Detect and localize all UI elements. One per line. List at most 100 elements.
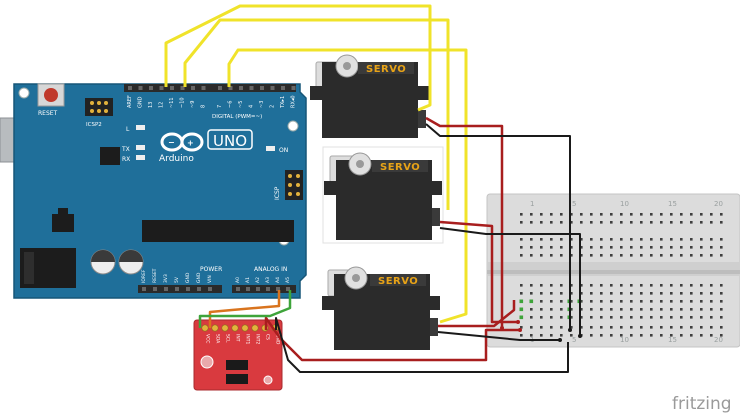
breadboard-hole[interactable] [660, 238, 663, 241]
breadboard-hole[interactable] [720, 238, 723, 241]
breadboard-hole[interactable] [690, 246, 693, 249]
breadboard-hole[interactable] [710, 213, 713, 216]
breadboard-hole[interactable] [610, 213, 613, 216]
breadboard-hole[interactable] [700, 246, 703, 249]
breadboard-hole[interactable] [590, 284, 593, 287]
breadboard-hole[interactable] [590, 300, 593, 303]
breadboard-hole[interactable] [600, 300, 603, 303]
wire-orange-sda[interactable] [208, 290, 281, 328]
breadboard-hole[interactable] [530, 326, 533, 329]
breadboard-hole[interactable] [590, 334, 593, 337]
breadboard-hole[interactable] [640, 254, 643, 257]
breadboard-hole[interactable] [680, 308, 683, 311]
breadboard-hole[interactable] [550, 326, 553, 329]
breadboard-hole[interactable] [710, 284, 713, 287]
breadboard-hole[interactable] [680, 238, 683, 241]
breadboard-hole[interactable] [600, 221, 603, 224]
breadboard-hole[interactable] [590, 221, 593, 224]
breadboard-hole[interactable] [660, 254, 663, 257]
breadboard-hole[interactable] [530, 284, 533, 287]
breadboard-hole[interactable] [650, 238, 653, 241]
breadboard-hole[interactable] [590, 246, 593, 249]
breadboard-hole-connected[interactable] [519, 307, 524, 312]
breadboard-hole[interactable] [690, 308, 693, 311]
breadboard-hole[interactable] [580, 326, 583, 329]
breadboard-hole[interactable] [620, 308, 623, 311]
breadboard-hole[interactable] [630, 292, 633, 295]
breadboard-hole[interactable] [650, 221, 653, 224]
breadboard-hole[interactable] [580, 316, 583, 319]
breadboard-hole[interactable] [690, 326, 693, 329]
breadboard-hole[interactable] [530, 238, 533, 241]
breadboard-hole[interactable] [520, 213, 523, 216]
breadboard-hole[interactable] [580, 300, 583, 303]
breadboard-hole[interactable] [670, 316, 673, 319]
breadboard-hole[interactable] [570, 308, 573, 311]
breadboard-hole[interactable] [660, 300, 663, 303]
breadboard-hole[interactable] [710, 308, 713, 311]
breadboard-hole[interactable] [550, 221, 553, 224]
breadboard-hole[interactable] [560, 326, 563, 329]
breadboard-hole[interactable] [680, 213, 683, 216]
breadboard-hole[interactable] [630, 308, 633, 311]
breadboard-hole[interactable] [690, 221, 693, 224]
breadboard-hole[interactable] [540, 254, 543, 257]
breadboard-hole[interactable] [540, 326, 543, 329]
header-pin[interactable] [170, 86, 174, 90]
breadboard-hole[interactable] [700, 221, 703, 224]
breadboard-hole[interactable] [560, 213, 563, 216]
breadboard-hole[interactable] [550, 300, 553, 303]
breadboard-hole[interactable] [670, 221, 673, 224]
breadboard-hole[interactable] [530, 213, 533, 216]
breadboard-hole[interactable] [650, 326, 653, 329]
header-pin[interactable] [208, 287, 212, 291]
breadboard-hole[interactable] [680, 221, 683, 224]
breadboard-hole[interactable] [720, 246, 723, 249]
breadboard-hole[interactable] [680, 292, 683, 295]
breadboard-hole[interactable] [570, 326, 573, 329]
breadboard-hole[interactable] [630, 221, 633, 224]
header-pin[interactable] [149, 86, 153, 90]
header-pin[interactable] [197, 287, 201, 291]
breadboard-hole[interactable] [650, 292, 653, 295]
breadboard-hole[interactable] [580, 246, 583, 249]
breadboard-hole[interactable] [590, 308, 593, 311]
breadboard-hole[interactable] [650, 316, 653, 319]
header-pin[interactable] [180, 86, 185, 90]
breadboard-hole[interactable] [670, 300, 673, 303]
breadboard-hole[interactable] [670, 254, 673, 257]
breadboard-hole[interactable] [680, 334, 683, 337]
breadboard-hole[interactable] [560, 284, 563, 287]
breadboard-hole[interactable] [620, 334, 623, 337]
breadboard-hole[interactable] [540, 334, 543, 337]
breadboard-hole[interactable] [550, 246, 553, 249]
breadboard-hole[interactable] [610, 221, 613, 224]
breadboard-hole[interactable] [720, 308, 723, 311]
breadboard-hole[interactable] [670, 238, 673, 241]
breadboard-hole[interactable] [720, 284, 723, 287]
breadboard-hole[interactable] [520, 246, 523, 249]
breadboard-hole[interactable] [520, 292, 523, 295]
breadboard-hole[interactable] [670, 292, 673, 295]
header-pin[interactable] [236, 287, 240, 291]
wire-black-ground-3[interactable] [437, 331, 560, 341]
breadboard-hole[interactable] [630, 246, 633, 249]
breadboard-hole[interactable] [530, 308, 533, 311]
breadboard-hole[interactable] [650, 246, 653, 249]
breadboard-hole[interactable] [540, 300, 543, 303]
breadboard-hole[interactable] [680, 300, 683, 303]
header-pin[interactable] [256, 287, 260, 291]
header-pin[interactable] [191, 86, 195, 90]
breadboard-hole[interactable] [650, 284, 653, 287]
breadboard-hole[interactable] [560, 300, 563, 303]
breadboard-hole[interactable] [650, 308, 653, 311]
breadboard-hole[interactable] [600, 316, 603, 319]
breadboard-hole[interactable] [660, 221, 663, 224]
breadboard-hole[interactable] [600, 334, 603, 337]
breadboard-hole[interactable] [710, 292, 713, 295]
breadboard-hole[interactable] [720, 221, 723, 224]
breadboard-hole[interactable] [640, 292, 643, 295]
breadboard-hole[interactable] [630, 300, 633, 303]
breadboard-hole[interactable] [540, 316, 543, 319]
breadboard-hole[interactable] [600, 254, 603, 257]
